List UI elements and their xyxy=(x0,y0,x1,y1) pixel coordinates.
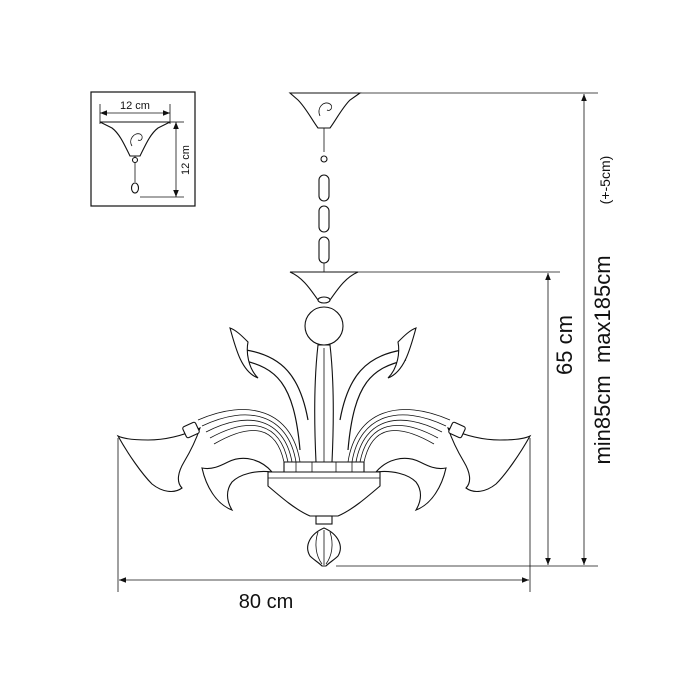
ceiling-canopy xyxy=(288,92,362,129)
width-label: 80 cm xyxy=(239,591,293,613)
chain xyxy=(318,128,330,272)
body-height-label: 65 cm xyxy=(552,315,577,375)
adjust-label: (+-5cm) xyxy=(597,156,613,205)
dimension-lines xyxy=(117,92,598,592)
total-height-label: min85cm max185cm xyxy=(590,255,615,464)
canopy-inset: 12 cm 12 cm xyxy=(90,91,196,207)
base-bowl xyxy=(267,461,381,525)
chandelier xyxy=(116,92,532,567)
inset-width-label: 12 cm xyxy=(120,100,150,112)
left-lamp-shade xyxy=(116,421,201,493)
inset-frame xyxy=(90,91,196,207)
inset-canopy xyxy=(99,121,171,157)
inset-height-label: 12 cm xyxy=(180,145,192,175)
top-cup xyxy=(289,271,359,301)
lamp-arms xyxy=(197,409,451,463)
right-lamp-shade xyxy=(447,421,532,493)
upper-arms xyxy=(229,327,417,451)
sphere xyxy=(304,306,344,346)
lower-leaves xyxy=(201,457,447,512)
finial xyxy=(307,527,341,567)
